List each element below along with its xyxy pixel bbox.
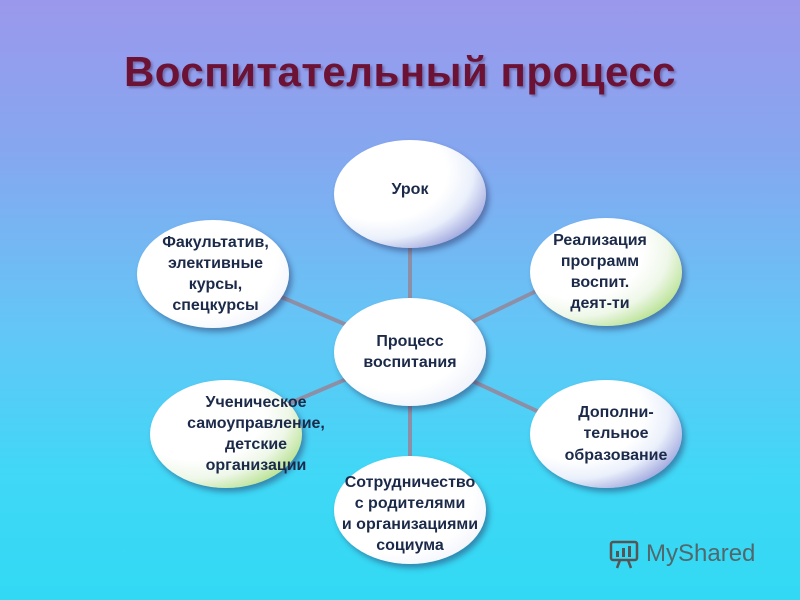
watermark: MyShared — [608, 534, 788, 574]
node-cooperation-label: Сотрудничество с родителями и организаци… — [341, 473, 479, 555]
node-programs-label: Реализация программ воспит. деят-ти — [553, 231, 647, 313]
node-self-government-label: Ученическое самоуправление, детские орга… — [187, 393, 325, 475]
node-center-label: Процесс воспитания — [363, 332, 457, 371]
node-additional-label: Дополни- тельное образование — [564, 404, 668, 464]
node-programs: Реализация программ воспит. деят-ти — [530, 218, 682, 326]
watermark-text: MyShared — [646, 540, 756, 567]
node-electives: Факультатив, элективные курсы, спецкурсы — [137, 220, 289, 328]
slide-title: Воспитательный процесс — [123, 48, 677, 95]
node-center: Процесс воспитания — [334, 298, 486, 406]
node-self-government: Ученическое самоуправление, детские орга… — [150, 380, 325, 488]
node-lesson-label: Урок — [391, 181, 429, 199]
node-cooperation: Сотрудничество с родителями и организаци… — [334, 456, 486, 564]
presentation-icon — [609, 540, 639, 569]
node-electives-label: Факультатив, элективные курсы, спецкурсы — [162, 233, 269, 315]
node-additional: Дополни- тельное образование — [530, 380, 682, 488]
node-lesson: Урок — [334, 140, 486, 248]
